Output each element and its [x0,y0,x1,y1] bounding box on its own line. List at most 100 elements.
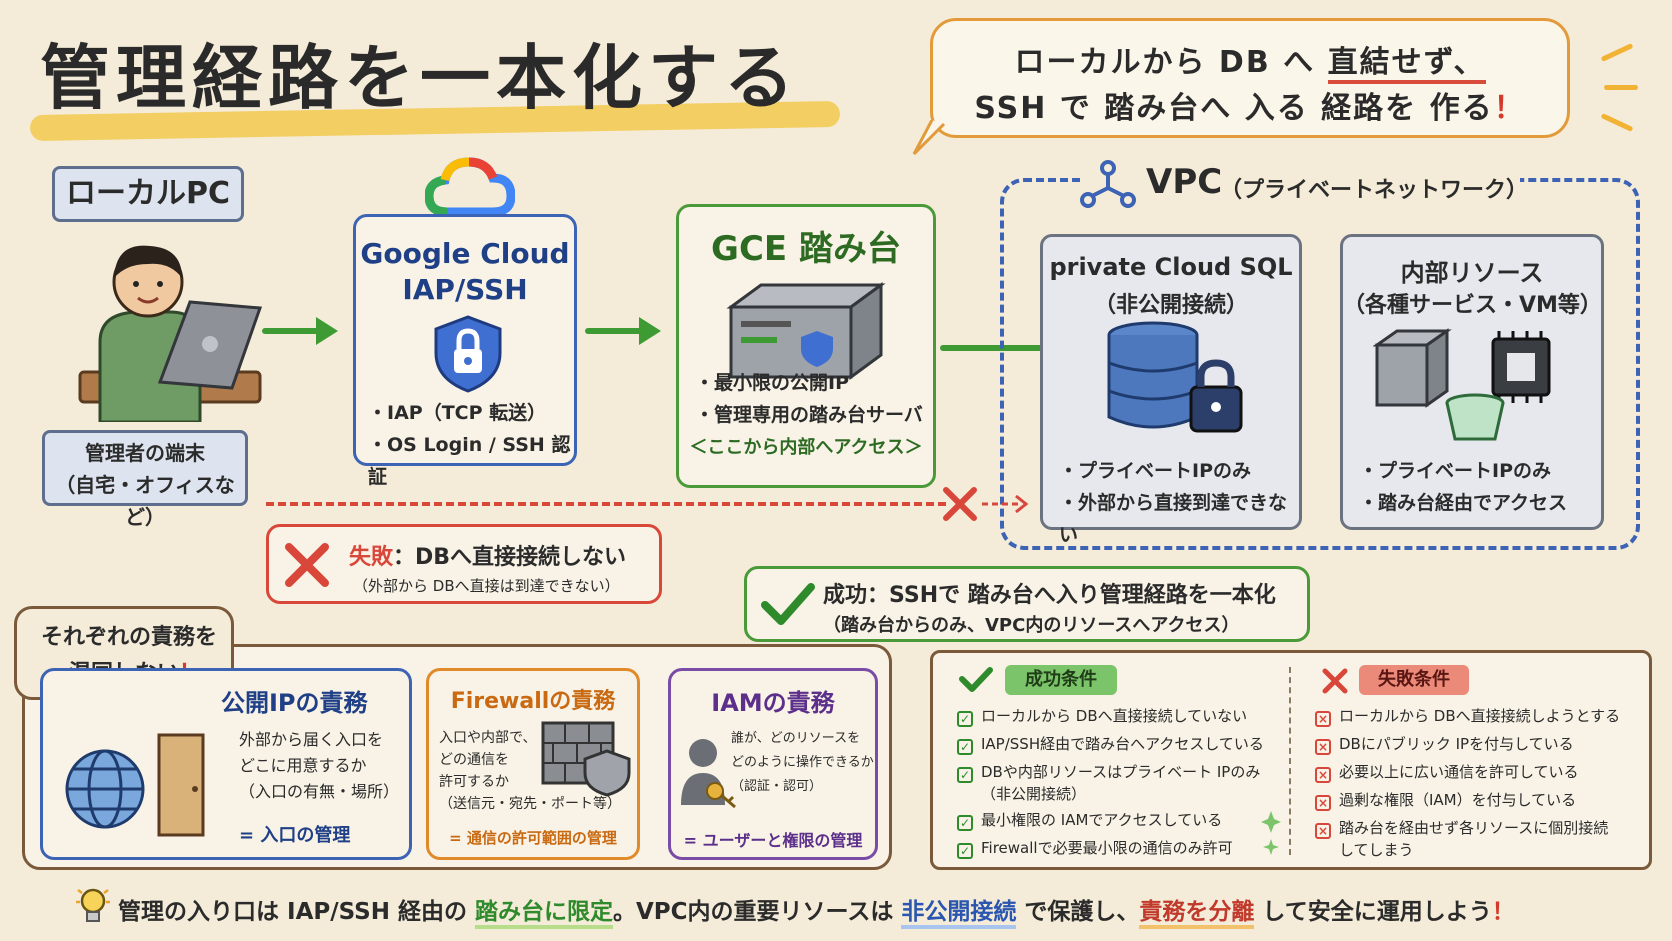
success-note-box: 成功：SSHで 踏み台へ入り管理経路を一本化 （踏み台からのみ、VPC内のリソー… [744,566,1310,642]
callout-bubble: ローカルから DB へ 直結せず、 SSH で 踏み台へ 入る 経路を 作る！ [930,18,1570,138]
bastion-server-icon [726,282,886,380]
iap-title-line2: IAP/SSH [402,273,528,306]
google-cloud-logo-icon [425,157,515,217]
callout-line-1: ローカルから DB へ 直結せず、 [933,37,1567,84]
success-item-4: 最小権限の IAMでアクセスしている [981,811,1223,829]
vm-chip-bucket-icon [1373,328,1551,441]
fail-item-4: 踏み台を経由せず各リソースに個別接続 [1339,819,1609,837]
fail-item-5: してしまう [1339,841,1414,859]
firewall-line-3: （送信元・宛先・ポート等） [439,796,621,812]
gce-bullet-0: ・最小限の公開IP [695,372,849,394]
iap-bullet-0: ・IAP（TCP 転送） [368,402,547,424]
admin-laptop-icon [78,245,263,422]
callout-exclaim: ！ [1493,91,1526,126]
arrow-iap-to-gce [585,317,661,345]
responsibility-heading-line1: それぞれの責務を [41,625,218,650]
page-title: 管理経路を一本化する [40,37,800,119]
callout-line1-highlight: 直結せず、 [1327,45,1486,84]
firewall-title: Firewallの責務 [450,689,616,714]
sparkle-icon [1261,811,1281,855]
iap-title-line1: Google Cloud [360,237,570,270]
bottom-highlight-private: 非公開接続 [901,899,1017,929]
success-item-1: IAP/SSH経由で踏み台へアクセスしている [981,735,1264,753]
internal-resource-box: 内部リソース （各種サービス・VM等） ・プライベートIPのみ ・踏み台経由でア… [1340,234,1604,530]
checkbox-crossed-icon: × [1315,767,1331,783]
fail-item-1: DBにパブリック IPを付与している [1339,735,1574,753]
public-ip-card: 公開IPの責務 外部から届く入口を どこに用意するか （入口の有無・場所） = … [40,668,412,860]
local-pc-label: ローカルPC [52,166,244,222]
fail-text: ：DBへ直接接続しない [393,545,627,570]
firewall-line-0: 入口や内部で、 [439,730,537,746]
firewall-line-2: 許可するか [439,774,509,790]
iam-line-1: どのように操作できるか [731,755,874,770]
success-text: 成功：SSHで 踏み台へ入り管理経路を一本化 [823,583,1276,608]
shield-lock-icon [434,315,502,393]
vpc-title: VPC [1146,162,1223,202]
callout-line2-text: SSH で 踏み台へ 入る 経路を 作る [974,91,1494,126]
success-sub: （踏み台からのみ、VPC内のリソースへアクセス） [823,615,1240,636]
gce-box: GCE 踏み台 ・最小限の公開IP ・管理専用の踏み台サーバ ＜ここから内部へア… [676,204,936,488]
bottom-text-2: 。VPC内の重要リソースは [612,899,902,925]
success-conditions-check-icon [959,667,993,692]
arrow-local-to-iap [262,317,338,345]
public-ip-line-0: 外部から届く入口を [239,730,384,749]
checkbox-crossed-icon: × [1315,823,1331,839]
callout-line1-text: ローカルから DB へ [1014,45,1328,80]
internal-title-line2: （各種サービス・VM等） [1343,293,1602,318]
iam-line-0: 誰が、どのリソースを [731,731,861,746]
bottom-text-4: して安全に運用しよう [1254,899,1492,925]
checkbox-checked-icon: ✓ [957,739,973,755]
iap-bullet-1: ・OS Login / SSH 認証 [368,434,571,488]
checkbox-crossed-icon: × [1315,711,1331,727]
checkbox-checked-icon: ✓ [957,843,973,859]
iam-card: IAMの責務 誰が、どのリソースを どのように操作できるか （認証・認可） = … [668,668,878,860]
firewall-shield-icon [541,721,631,797]
cloud-sql-bullet-1: ・外部から直接到達できない [1059,492,1288,546]
conditions-divider [1289,667,1291,855]
success-conditions-label: 成功条件 [1005,665,1117,695]
fail-cross-icon [285,543,329,587]
internal-bullet-0: ・プライベートIPのみ [1359,460,1551,482]
fail-label: 失敗 [349,545,394,570]
callout-tail-icon [912,120,946,156]
firewall-line-1: どの通信を [439,752,509,768]
public-ip-line-1: どこに用意するか [239,756,367,775]
bottom-summary: 管理の入り口は IAP/SSH 経由の 踏み台に限定。VPC内の重要リソースは … [118,892,1672,938]
public-ip-title: 公開IPの責務 [221,689,368,717]
checkbox-checked-icon: ✓ [957,711,973,727]
iam-summary: = ユーザーと権限の管理 [683,831,863,850]
vpc-subtitle: （プライベートネットワーク） [1220,178,1529,203]
iam-title: IAMの責務 [711,689,835,717]
cloud-sql-bullet-0: ・プライベートIPのみ [1059,460,1251,482]
iam-line-2: （認証・認可） [731,779,823,794]
database-lock-icon [1107,321,1243,433]
local-pc-caption: 管理者の端末 （自宅・オフィスなど） [42,430,248,529]
success-item-2: DBや内部リソースはプライベート IPのみ [981,763,1261,781]
sparkle-rays-icon [1590,40,1660,140]
fail-note-box: 失敗：DBへ直接接続しない （外部から DBへ直接は到達できない） [266,524,662,604]
user-key-icon [681,739,736,809]
fail-sub: （外部から DBへ直接は到達できない） [353,577,620,595]
fail-item-0: ローカルから DBへ直接接続しようとする [1339,707,1621,725]
internal-title-line1: 内部リソース [1400,259,1544,287]
firewall-card: Firewallの責務 入口や内部で、 どの通信を 許可するか （送信元・宛先・… [426,668,640,860]
local-pc-caption-line1: 管理者の端末 [85,441,205,465]
bottom-text-3: で保護し、 [1016,899,1140,925]
fail-conditions-label: 失敗条件 [1359,665,1469,695]
cloud-sql-title-line1: private Cloud SQL [1049,253,1293,281]
public-ip-summary: = 入口の管理 [239,825,351,846]
bottom-highlight-separation: 責務を分離 [1139,899,1255,929]
success-item-0: ローカルから DBへ直接接続していない [981,707,1248,725]
firewall-summary: = 通信の許可範囲の管理 [449,829,617,847]
success-item-5: Firewallで必要最小限の通信のみ許可 [981,839,1233,857]
success-check-icon [761,583,815,625]
checkbox-checked-icon: ✓ [957,767,973,783]
fail-conditions-cross-icon [1322,668,1348,694]
conditions-panel: 成功条件 ✓ ローカルから DBへ直接接続していない ✓ IAP/SSH経由で踏み台… [930,650,1652,870]
checkbox-crossed-icon: × [1315,795,1331,811]
network-nodes-icon [1080,160,1136,208]
checkbox-crossed-icon: × [1315,739,1331,755]
checkbox-checked-icon: ✓ [957,815,973,831]
vpc-heading: VPC （プライベートネットワーク） [1080,160,1529,208]
callout-line-2: SSH で 踏み台へ 入る 経路を 作る！ [933,83,1567,127]
